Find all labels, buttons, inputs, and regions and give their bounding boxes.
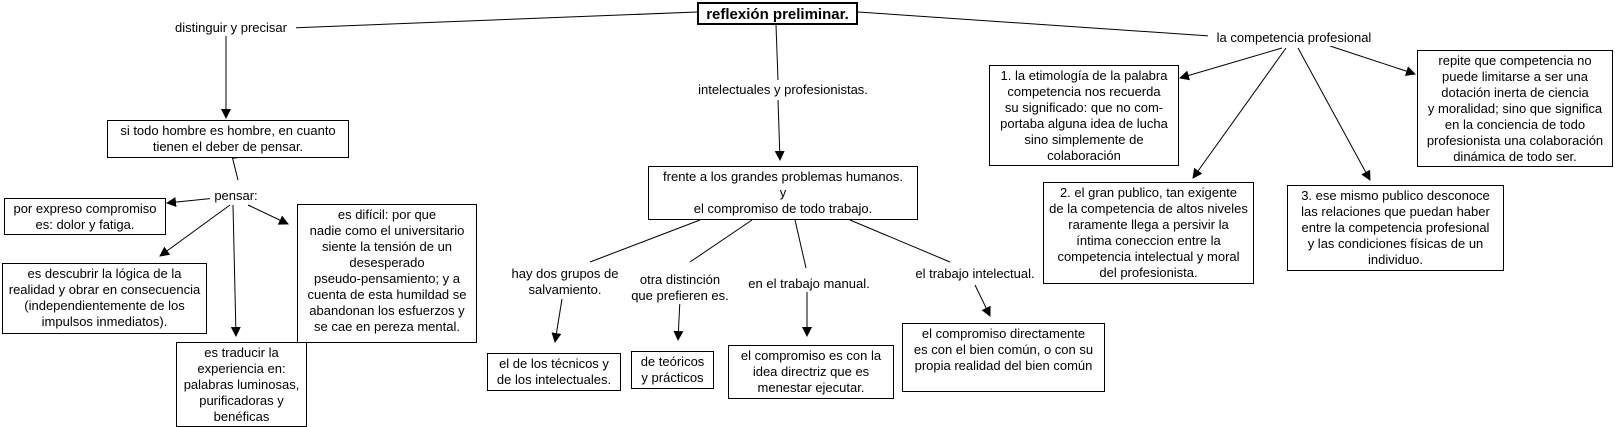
label-intelectuales: intelectuales y profesionistas.	[682, 82, 884, 98]
box-descubrir: es descubrir la lógica de la realidad y …	[2, 263, 207, 334]
label-competencia: la competencia profesional	[1208, 30, 1380, 46]
box-gran-publico: 2. el gran publico, tan exigente de la c…	[1043, 182, 1254, 284]
label-intelectual: el trabajo intelectual.	[904, 266, 1046, 282]
box-compromiso: por expreso compromiso es: dolor y fatig…	[4, 198, 166, 235]
box-dificil: es difícil: por que nadie como el univer…	[297, 204, 477, 343]
box-manual: el compromiso es con la idea directriz q…	[728, 345, 894, 399]
box-etimologia: 1. la etimología de la palabra competenc…	[989, 65, 1179, 166]
label-pensar: pensar:	[210, 188, 262, 204]
box-deber-pensar: si todo hombre es hombre, en cuanto tien…	[107, 120, 349, 158]
label-distincion: otra distinción que prefieren es.	[622, 272, 738, 304]
root-node: reflexión preliminar.	[697, 2, 858, 25]
box-repite-competencia: repite que competencia no puede limitars…	[1417, 50, 1613, 167]
label-distinguir: distinguir y precisar	[166, 20, 296, 36]
box-bien-comun: el compromiso directamente es con el bie…	[902, 323, 1105, 392]
box-problemas-humanos: frente a los grandes problemas humanos. …	[648, 166, 918, 220]
box-mismo-publico: 3. ese mismo publico desconoce las relac…	[1287, 185, 1504, 271]
label-grupos: hay dos grupos de salvamiento.	[500, 266, 630, 298]
box-tecnicos: el de los técnicos y de los intelectuale…	[487, 353, 621, 391]
box-traducir: es traducir la experiencia en: palabras …	[176, 342, 307, 427]
label-manual: en el trabajo manual.	[736, 276, 882, 292]
box-teoricos: de teóricos y prácticos	[631, 351, 714, 389]
